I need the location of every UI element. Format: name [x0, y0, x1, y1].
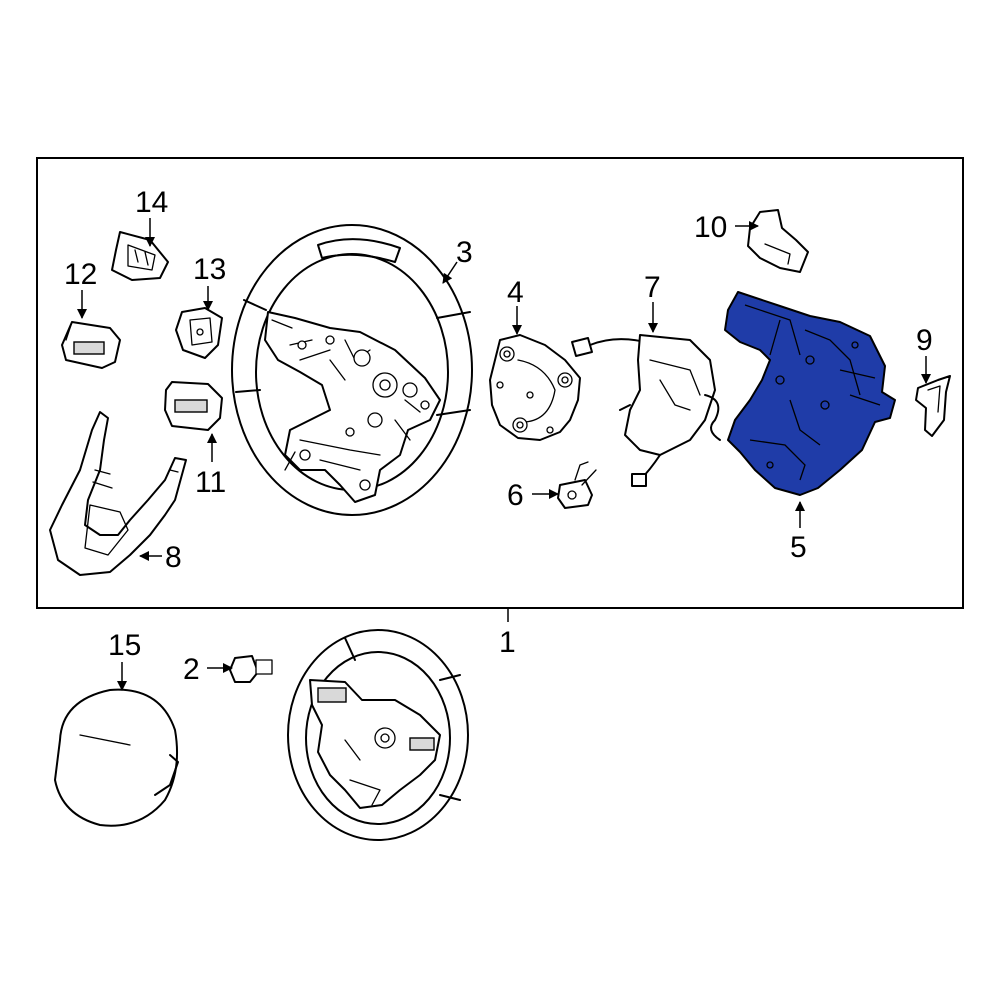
upper-trim-part [747, 209, 809, 273]
wheel-bracket-part [489, 334, 581, 441]
callout-15: 15 [108, 629, 141, 662]
callout-8: 8 [165, 541, 182, 574]
back-cover-part-highlighted [724, 291, 896, 496]
wiring-harness-part [571, 334, 721, 487]
callout-2: 2 [183, 653, 200, 686]
steering-wheel-part [231, 224, 473, 516]
callout-6: 6 [507, 479, 524, 512]
callout-10: 10 [694, 211, 727, 244]
airbag-module-part [54, 688, 179, 827]
bolt-part [229, 655, 273, 683]
callout-3: 3 [456, 236, 473, 269]
left-switch-part [61, 321, 121, 369]
callout-5: 5 [790, 531, 807, 564]
callout-9: 9 [916, 324, 933, 357]
connector-part [557, 461, 597, 509]
callout-1: 1 [499, 626, 516, 659]
lower-trim-part [49, 411, 187, 576]
arrow-3 [442, 261, 458, 284]
callout-7: 7 [644, 271, 661, 304]
callout-4: 4 [507, 276, 524, 309]
assembly-box [36, 157, 964, 609]
right-trim-part [915, 375, 951, 437]
callout-11: 11 [195, 466, 226, 499]
wheel-assembly-part [287, 629, 469, 841]
right-switch-part [164, 381, 223, 431]
callout-14: 14 [135, 186, 168, 219]
clip-bracket-part [111, 231, 169, 281]
leader-arrows [77, 218, 931, 691]
callout-13: 13 [193, 253, 226, 286]
clip-part [175, 307, 223, 359]
callout-12: 12 [64, 258, 97, 291]
